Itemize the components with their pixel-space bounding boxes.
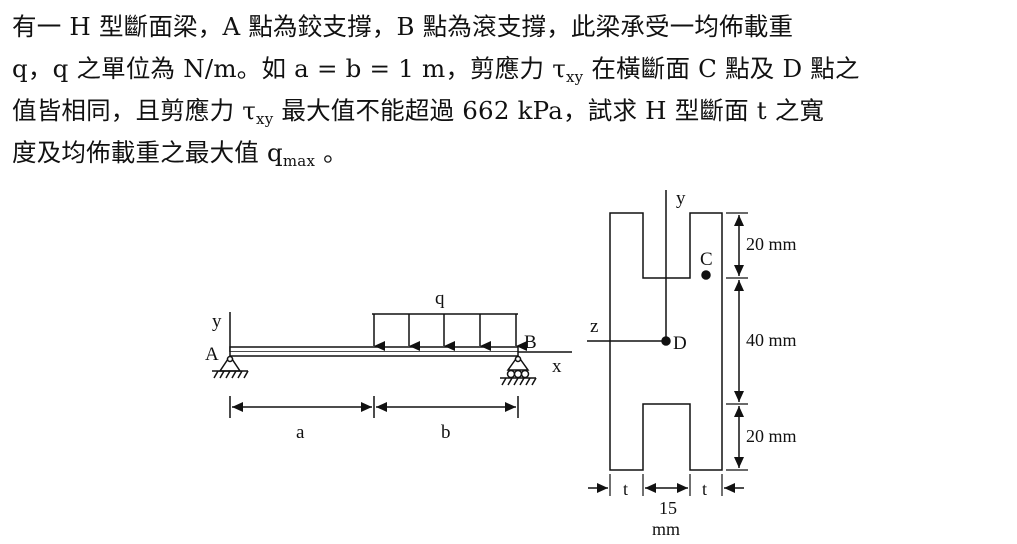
point-a-label: A	[205, 344, 219, 365]
problem-line-3-text: 值皆相同，且剪應力 τ	[12, 96, 257, 125]
problem-line-2: q，q 之單位為 N/m。如 a = b = 1 m，剪應力 τxy 在橫斷面 …	[12, 48, 1007, 90]
problem-line-4: 度及均佈載重之最大值 qmax 。	[12, 132, 1007, 174]
tau-subscript: xy	[256, 110, 274, 128]
beam-x-label: x	[552, 356, 562, 377]
dim-mid-label: 40 mm	[746, 330, 797, 350]
qmax-subscript: max	[282, 152, 316, 170]
problem-line-2-rest: 在橫斷面 C 點及 D 點之	[583, 54, 860, 83]
dim-top-label: 20 mm	[746, 234, 797, 254]
dim-b-label: b	[441, 422, 451, 443]
point-c-label: C	[700, 249, 713, 270]
problem-line-4-rest: 。	[315, 138, 348, 167]
load-label: q	[435, 288, 445, 309]
dim-bottom-label: 20 mm	[746, 426, 797, 446]
tau-subscript: xy	[566, 68, 584, 86]
beam-y-label: y	[212, 311, 222, 332]
problem-line-4-text: 度及均佈載重之最大值 q	[12, 138, 283, 167]
point-d-dot	[661, 336, 671, 346]
h-section	[587, 190, 748, 496]
dim-t-left-label: t	[623, 479, 628, 499]
dim-t-right-label: t	[702, 479, 707, 499]
section-y-label: y	[676, 188, 686, 209]
roller-support-b	[500, 354, 537, 386]
beam-diagram	[212, 312, 572, 418]
problem-line-3: 值皆相同，且剪應力 τxy 最大值不能超過 662 kPa，試求 H 型斷面 t…	[12, 90, 1007, 132]
dim-web-label: 15	[659, 498, 677, 518]
section-z-label: z	[590, 316, 598, 337]
problem-line-1: 有一 H 型斷面梁，A 點為鉸支撐，B 點為滾支撐，此梁承受一均佈載重	[12, 12, 794, 41]
dim-a-label: a	[296, 422, 305, 443]
problem-line-2-text: q，q 之單位為 N/m。如 a = b = 1 m，剪應力 τ	[12, 54, 567, 83]
point-d-label: D	[673, 333, 687, 354]
point-c-dot	[701, 270, 711, 280]
problem-line-3-rest: 最大值不能超過 662 kPa，試求 H 型斷面 t 之寬	[273, 96, 825, 125]
pin-support-a	[212, 354, 249, 379]
point-b-label: B	[524, 332, 537, 353]
dim-web-unit: mm	[652, 519, 680, 539]
problem-statement: 有一 H 型斷面梁，A 點為鉸支撐，B 點為滾支撐，此梁承受一均佈載重 q，q …	[12, 6, 1007, 174]
